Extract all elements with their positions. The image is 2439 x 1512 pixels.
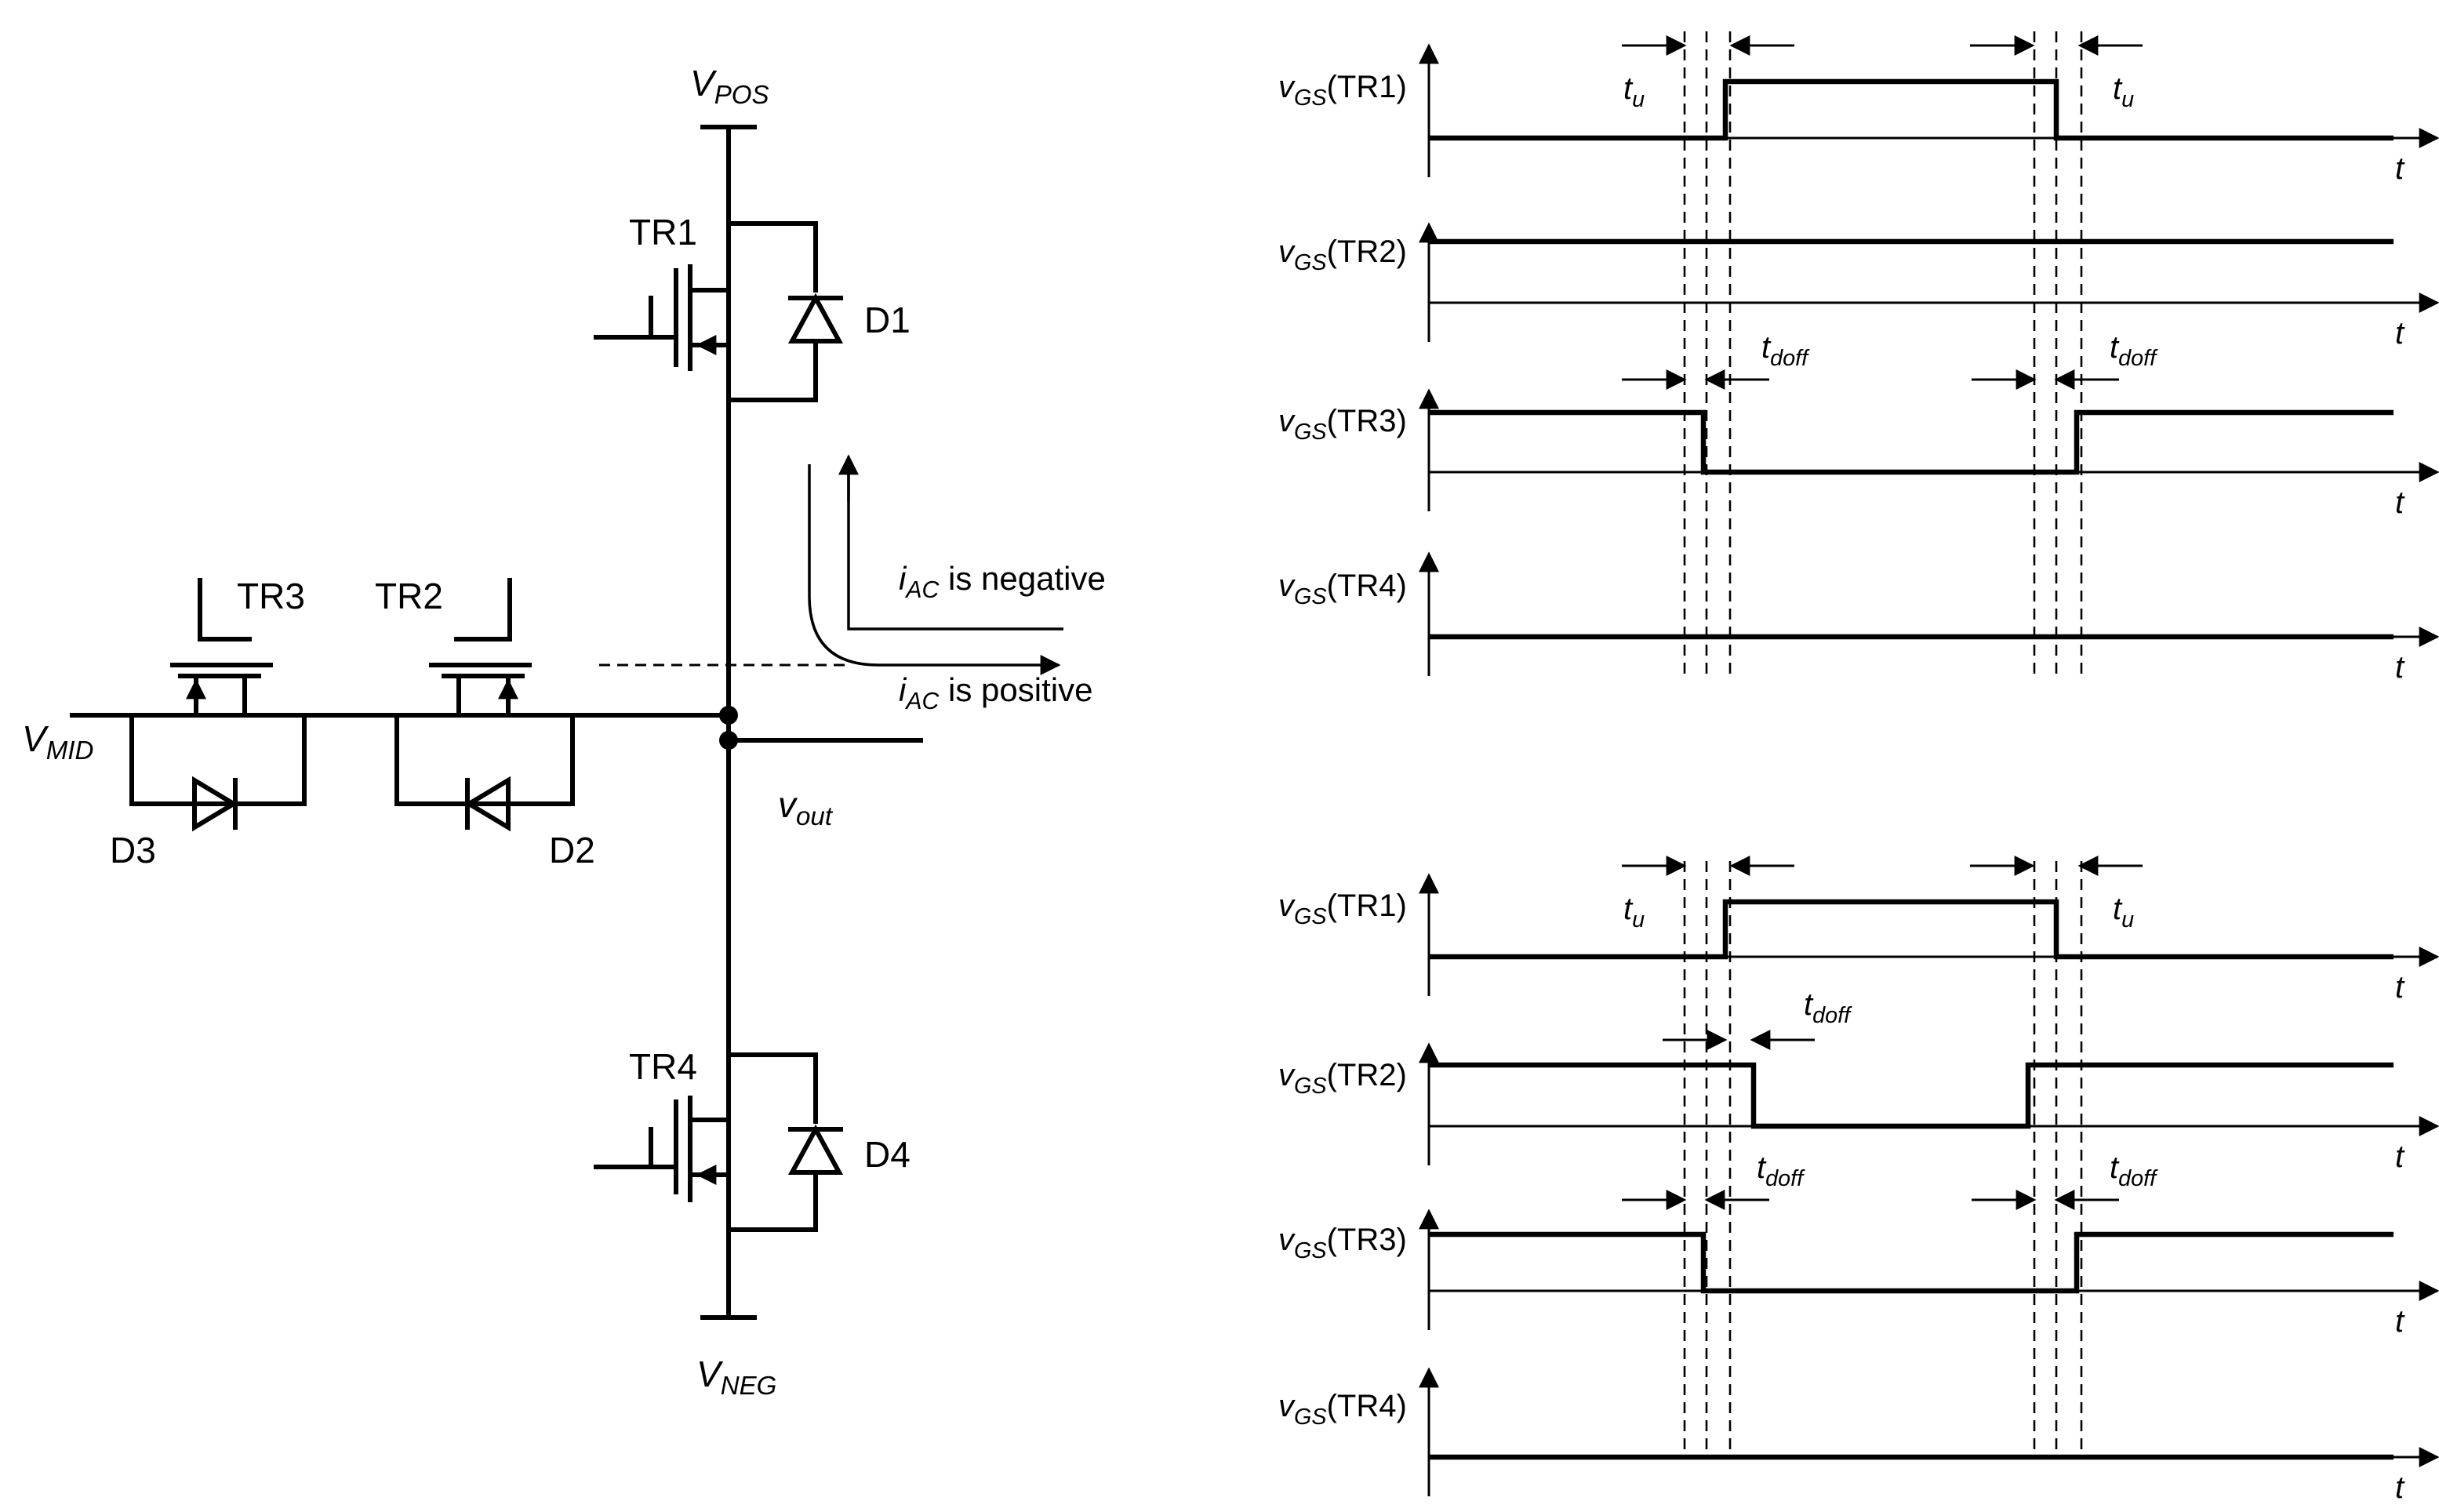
time-axis-label: t [2395,485,2405,520]
waveform [1429,78,2394,141]
d1-label: D1 [864,300,911,340]
time-axis-label: t [2395,1304,2405,1339]
waveform [1429,1231,2394,1294]
d4-diode-body [787,1124,844,1175]
tr1-label: TR1 [629,212,697,253]
waveform [1429,409,2394,475]
tr4-label: TR4 [629,1046,697,1087]
circuit-schematic: VPOS TR1 D1 [22,63,1106,1401]
vmid-label: VMID [22,718,93,765]
signal-label: vGS(TR1) [1278,889,1407,929]
tr1-with-d1: TR1 D1 [594,212,911,402]
d1-diode-body [787,293,844,343]
time-axis-label: t [2395,1139,2405,1174]
signal-label: vGS(TR4) [1278,1389,1407,1430]
time-axis-label: t [2395,650,2405,685]
signal-label: vGS(TR4) [1278,569,1407,609]
signal-label: vGS(TR1) [1278,70,1407,111]
delay-label: tdoff [2110,1150,2158,1191]
delay-label: tu [2113,892,2134,932]
tr2-label: TR2 [375,576,443,616]
signal-label: vGS(TR3) [1278,404,1407,445]
time-axis-label: t [2395,151,2405,186]
iac-negative-label: iAC is negative [899,560,1106,603]
delay-label: tu [1623,892,1645,932]
waveform [1429,1062,2394,1129]
signal-label: vGS(TR2) [1278,234,1407,275]
delay-label: tu [1623,71,1645,112]
time-axis-label: t [2395,316,2405,351]
timing-diagram: t vGS(TR1) t vGS(TR2) t vGS(TR3) t vGS(TR4) t vGS… [1278,31,2439,1505]
vneg-label: VNEG [696,1354,776,1401]
tr3-label: TR3 [237,576,305,616]
tr4-with-d4: TR4 D4 [594,1046,911,1232]
time-axis-label: t [2395,970,2405,1005]
signal-label: vGS(TR3) [1278,1223,1407,1263]
d3-label: D3 [110,830,156,870]
vpos-label: VPOS [690,63,769,110]
tr2-with-d2: TR2 D2 [375,576,595,870]
time-axis-label: t [2395,1470,2405,1505]
signal-label: vGS(TR2) [1278,1058,1407,1099]
delay-label: tdoff [1757,1150,1805,1191]
tr3-with-d3: TR3 D3 [110,576,307,870]
iac-positive-label: iAC is positive [899,671,1092,714]
delay-label: tu [2113,71,2134,112]
waveform [1429,899,2394,960]
vout-label: vout [778,784,834,831]
delay-label: tdoff [1761,330,1810,371]
d4-label: D4 [864,1134,911,1175]
d2-label: D2 [549,830,595,870]
delay-label: tdoff [1804,987,1852,1028]
negative-current-path [847,464,1063,631]
delay-label: tdoff [2110,330,2158,371]
positive-current-path [808,464,1061,675]
